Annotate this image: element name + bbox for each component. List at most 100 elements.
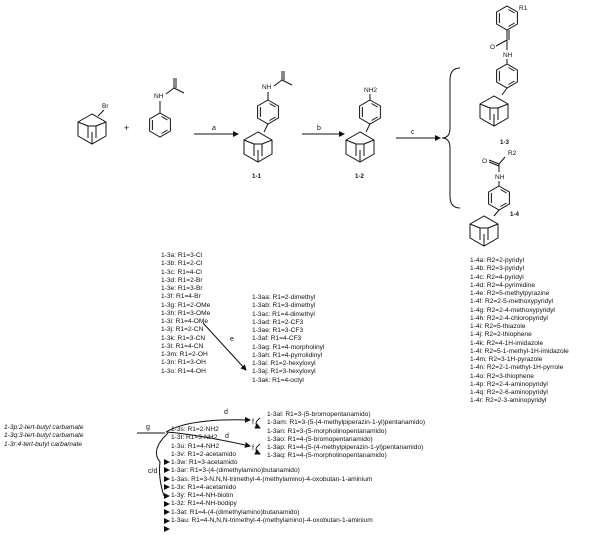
- o-label-1-3: O: [490, 44, 495, 51]
- compound-entry: 1-3k: R1=3-CN: [161, 334, 206, 342]
- o-label-1-4: O: [482, 158, 487, 165]
- compound-entry: 1-4d: R2=4-pyrimidine: [470, 281, 536, 289]
- compound-entry: 1-3ag: R1=4-morpholinyl: [252, 343, 325, 351]
- compound-entry: 1-3ak: R1=4-octyl: [252, 376, 304, 384]
- plus-sign: +: [124, 123, 129, 133]
- compound-entry: 1-3b: R1=2-Cl: [161, 260, 203, 268]
- compound-entry: 1-3n: R1=3-OH: [161, 359, 206, 367]
- compound-entry: 1-4j: R2=2-thiophene: [470, 331, 532, 339]
- compound-entry: 1-3ad: R1=2-CF3: [252, 318, 304, 326]
- compound-entry: 1-3au: R1=4-N,N,N-trimethyl-4-(methylami…: [171, 516, 373, 524]
- product-brace: [441, 67, 461, 209]
- compound-entry: 1-4m: R2=3-1H-pyrazole: [470, 356, 543, 363]
- compound-1-2-structure: NH2: [345, 87, 381, 163]
- compound-entry: 1-3al: R1=3-(5-bromopentanamido): [267, 411, 371, 418]
- step-d-label-2: d: [225, 433, 229, 440]
- compound-entry: 1-3w: R1=3-acetamido: [171, 459, 238, 466]
- compound-entry: 1-4n: R2=2-1-methyl-1H-pyrrole: [470, 364, 564, 372]
- compound-entry: 1-3am: R1=3-(5-(4-methylpiperazin-1-yl)p…: [267, 419, 426, 427]
- compound-entry: 1-3a: R1=3-Cl: [161, 252, 203, 259]
- step-f-label-2: f: [252, 445, 254, 452]
- compound-entry: 1-3an: R1=3-(5-morpholinopentanamido): [267, 427, 387, 435]
- compound-entry: 1-3d: R1=2-Br: [161, 276, 203, 284]
- compound-entry: 1-3ar: R1=3-(4-(dimethylamino)butanamido…: [171, 467, 300, 475]
- compound-entry: 1-3as: R1=3-N,N,N-trimethyl-4-(methylami…: [171, 475, 373, 483]
- step-c-label: c: [411, 129, 415, 136]
- compound-entry: 1-3g: R1=2-OMe: [161, 301, 211, 309]
- compound-entry: 1-4a: R2=2-pyridyl: [470, 257, 525, 264]
- compound-entry: 1-3i: R1=4-OMe: [161, 318, 209, 325]
- r2-label-structure: R2: [508, 150, 517, 157]
- compound-entry: 1-3ae: R1=3-CF3: [252, 327, 304, 334]
- compound-entry: 1-4e: R2=5-methylpyrazine: [470, 290, 550, 297]
- acetanilide-structure: NH: [149, 78, 185, 138]
- compound-entry: 1-4f: R2=2-5-methoxypyridyl: [470, 298, 554, 306]
- bromoadamantane-structure: Br: [77, 103, 109, 145]
- compound-entry: 1-3s: R1=2-NH2: [171, 426, 219, 433]
- nh-label-1-4: NH: [495, 174, 505, 181]
- compound-entry: 1-3ac: R1=4-dimethyl: [252, 310, 315, 318]
- compound-entry: 1-3m: R1=2-OH: [161, 351, 208, 358]
- compound-entry: 1-3j: R1=2-CN: [161, 326, 204, 334]
- step-a-label: a: [212, 125, 216, 132]
- compound-entry: 1-4p: R2=2-4-aminopyridyl: [470, 380, 548, 388]
- compound-entry: 1-3y: R1=4-NH-biotin: [171, 492, 234, 499]
- br-label: Br: [102, 103, 109, 110]
- compound-entry: 1-4i: R2=5-thiazole: [470, 323, 526, 330]
- compound-entry: 1-3af: R1=4-CF3: [252, 335, 302, 343]
- compound-entry: 1-3ao: R1=4-(5-bromopentanamido): [267, 435, 373, 443]
- step-b-label: b: [317, 125, 321, 132]
- compound-entry: 1-4q: R2=2-6-aminopyridyl: [470, 389, 548, 396]
- nh-label-acetanilide: NH: [154, 93, 164, 100]
- compound-entry: 1-4l: R2=5-1-methyl-1H-imidazole: [470, 347, 569, 355]
- compound-entry: 1-3l: R1=4-CN: [161, 342, 204, 350]
- compound-1-3-structure: R1 O NH: [479, 5, 528, 127]
- carbamate-entry: 1-3p:2-tert-butyl carbamate: [4, 424, 84, 431]
- compound-label-1-4: 1-4: [510, 211, 520, 218]
- compound-entry: 1-3at: R1=4-(4-(dimethylamino)butanamido…: [171, 508, 300, 516]
- compound-entry: 1-3aq: R1=4-(5-morpholinopentanamido): [267, 452, 387, 460]
- compound-entry: 1-3ab: R1=3-dimethyl: [252, 302, 316, 310]
- compound-entry: 1-4c: R2=4-pyridyl: [470, 273, 524, 281]
- carbamate-entry: 1-3q:3-tert-butyl carbamate: [4, 432, 84, 440]
- nh2-label: NH2: [364, 87, 377, 94]
- carbamate-entry: 1-3r:4-tert-butyl carbamate: [4, 440, 83, 448]
- compound-label-1-3: 1-3: [500, 139, 510, 146]
- compound-entry: 1-3e: R1=3-Br: [161, 285, 203, 292]
- compound-entry: 1-3t: R1=3-NH2: [171, 434, 218, 442]
- compound-entry: 1-3ap: R1=4-(5-(4-methylpiperazin-1-yl)p…: [267, 444, 424, 451]
- compound-entry: 1-3o: R1=4-OH: [161, 367, 206, 375]
- compound-entry: 1-4o: R2=3-thiophene: [470, 372, 534, 380]
- step-f-label-1: f: [252, 419, 254, 426]
- compound-entry: 1-3ai: R1=2-hexyloxyl: [252, 360, 316, 367]
- compound-entry: 1-4r: R2=2-3-aminopyridyl: [470, 397, 547, 405]
- compound-1-1-structure: NH: [243, 71, 293, 163]
- compound-entry: 1-4g: R2=2-4-methoxypyridyl: [470, 306, 555, 314]
- compound-label-1-2: 1-2: [355, 173, 365, 180]
- nh-label-1-1: NH: [262, 84, 272, 91]
- compound-entry: 1-3v: R1=2-acetamido: [171, 450, 237, 458]
- step-g-label: g: [146, 424, 150, 431]
- compound-entry: 1-3u: R1=4-NH2: [171, 442, 220, 450]
- nh-label-1-3: NH: [503, 52, 513, 59]
- step-cd-label: c/d: [148, 468, 157, 475]
- step-d-label-1: d: [224, 409, 228, 416]
- compound-1-4-structure: R2 O NH: [469, 150, 517, 247]
- compound-entry: 1-4b: R2=3-pyridyl: [470, 265, 525, 273]
- list-1-3al-to-1-3aq: 1-3al: R1=3-(5-bromopentanamido)1-3am: R…: [267, 411, 425, 461]
- compound-entry: 1-4k: R2=4-1H-imidazole: [470, 339, 544, 347]
- compound-label-1-1: 1-1: [252, 173, 262, 180]
- compound-entry: 1-4h: R2=2-4-chloropyridyl: [470, 314, 548, 322]
- compound-entry: 1-3x: R1=4-acetamido: [171, 483, 237, 491]
- compound-entry: 1-3z: R1=4-NH-bodipy: [171, 500, 237, 508]
- compound-entry: 1-3h: R1=3-OMe: [161, 309, 211, 317]
- compound-entry: 1-3ah: R1=4-pyrrolidinyl: [252, 351, 323, 359]
- r1-label-structure: R1: [519, 5, 528, 12]
- compound-entry: 1-3f: R1=4-Br: [161, 293, 201, 301]
- step-e-label: e: [230, 336, 234, 343]
